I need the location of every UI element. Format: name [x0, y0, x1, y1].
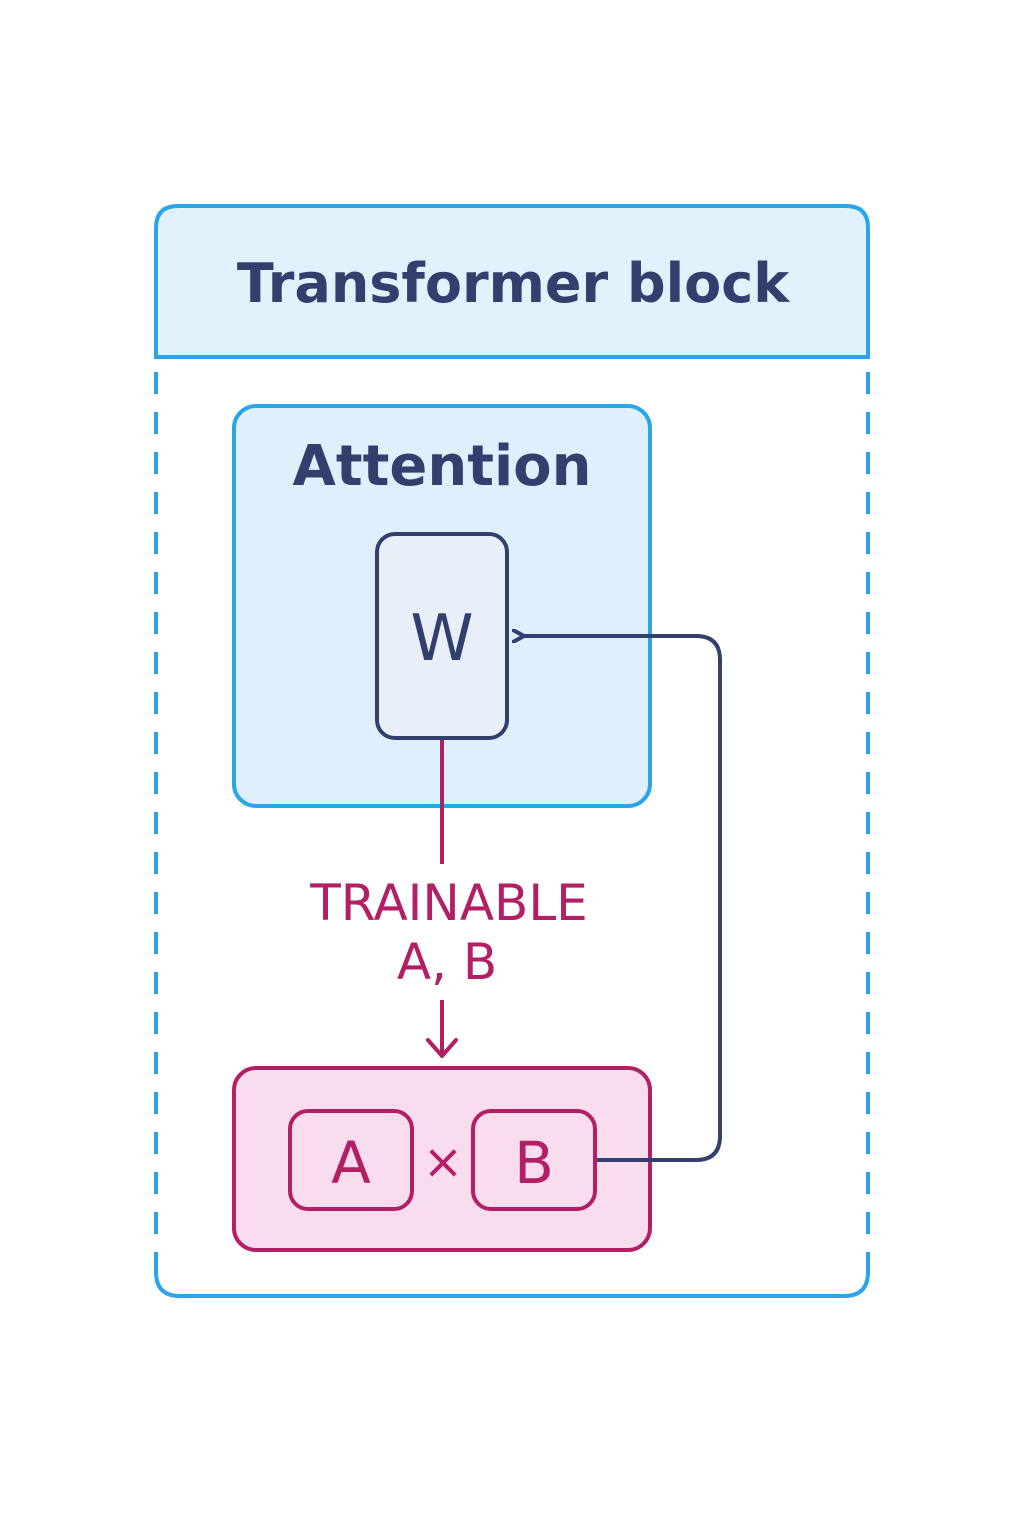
transformer-block-bottom-border: [154, 1271, 870, 1298]
lora-matrices: A × B: [232, 1066, 652, 1252]
transformer-block-header: [154, 204, 870, 359]
matrix-a-label: A: [331, 1129, 371, 1197]
matrix-b-box: [471, 1109, 597, 1211]
weight-matrix-label: W: [410, 602, 473, 676]
matrix-b-label: B: [514, 1129, 554, 1197]
attention-label: Attention: [292, 434, 591, 499]
attention-module: Attention W: [232, 404, 652, 808]
matrix-a-box: [288, 1109, 414, 1211]
multiply-symbol: ×: [423, 1134, 463, 1190]
trainable-label-line1: TRAINABLE: [309, 874, 588, 932]
connector-b-to-w: [524, 636, 722, 1162]
transformer-block-title: Transformer block: [237, 252, 790, 315]
arrow-to-lora-box: [426, 1000, 458, 1058]
trainable-label-line2: A, B: [397, 933, 497, 991]
weight-matrix-box: [375, 532, 509, 740]
transformer-block: Transformer block: [154, 204, 870, 1298]
